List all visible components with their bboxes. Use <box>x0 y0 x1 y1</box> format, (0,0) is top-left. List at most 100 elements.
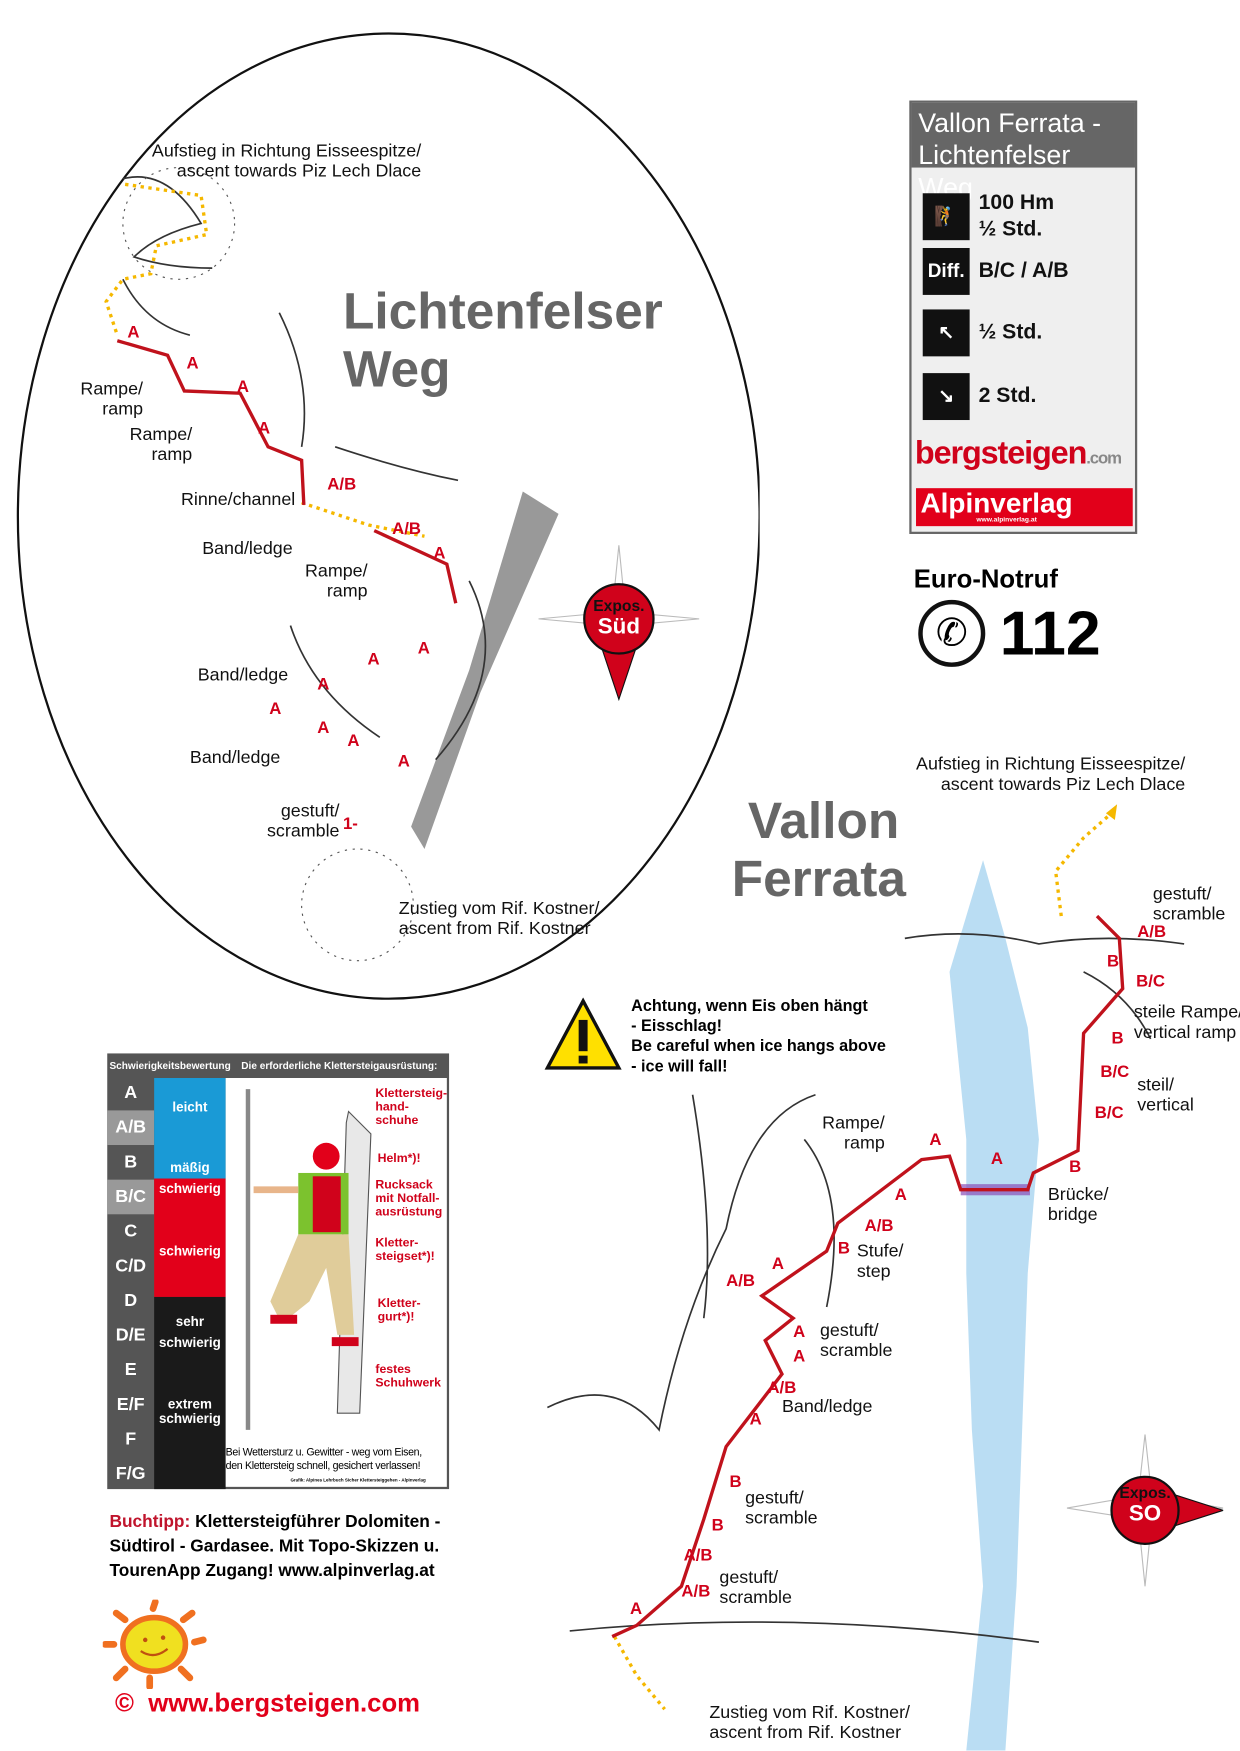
grade-label: A/B <box>681 1581 711 1601</box>
weather-note: Bei Wettersturz u. Gewitter - weg vom Ei… <box>225 1446 423 1473</box>
topo-label: Band/ledge <box>197 665 289 685</box>
equipment-label: Helm*)! <box>377 1151 421 1166</box>
left-topo-drawing <box>16 32 760 1000</box>
emergency-label: Euro-Notruf <box>913 564 1058 594</box>
grade-label: A/B <box>392 519 421 539</box>
band-label: sehr schwierig <box>158 1313 221 1351</box>
title-line: Ferrata <box>731 848 906 908</box>
graphic-credit: Grafik: Alpines Lehrbuch Sicher Kletters… <box>290 1476 426 1483</box>
footer-url[interactable]: www.bergsteigen.com <box>148 1687 421 1717</box>
difficulty: B/C / A/B <box>978 259 1069 283</box>
climb-time: ½ Std. <box>978 217 1043 242</box>
grade-label: B/C <box>1094 1103 1124 1123</box>
descent-row: ↘ 2 Std. <box>922 373 1037 421</box>
grade-label: A <box>127 322 140 342</box>
topo-label: gestuft/ scramble <box>266 802 340 842</box>
copyright-icon: © <box>115 1687 134 1717</box>
band-label: schwierig <box>158 1180 221 1197</box>
logo-com: .com <box>1086 449 1122 469</box>
grade-label: A <box>793 1347 806 1367</box>
grade-label: A/B <box>864 1216 894 1236</box>
equipment-label: Klettersteig- hand- schuhe <box>375 1086 448 1128</box>
grade: E/F <box>116 1395 145 1415</box>
topo-label: Band/ledge <box>189 748 281 768</box>
topo-label: Aufstieg in Richtung Eisseespitze/ ascen… <box>151 141 422 181</box>
topo-label: Zustieg vom Rif. Kostner/ ascent from Ri… <box>398 899 600 939</box>
grade: C/D <box>115 1256 147 1276</box>
compass-exposition: Expos.Süd <box>583 597 654 641</box>
compass-exposition: Expos.SO <box>1109 1484 1180 1528</box>
compass-label: Expos. <box>593 596 645 615</box>
topo-label: Brücke/ bridge <box>1047 1185 1109 1225</box>
topo-label: Rinne/channel <box>180 490 296 510</box>
grade-label: A <box>433 544 446 564</box>
hiker-down-icon: ↘ <box>922 373 970 421</box>
grade: A/B <box>107 1110 155 1146</box>
grade-label: A <box>771 1254 785 1274</box>
route-info-box: Vallon Ferrata - Lichtenfelser Weg 🧗 100 … <box>909 100 1138 534</box>
logo-text: Alpinverlag <box>920 488 1073 520</box>
title-line: Lichtenfelser <box>342 281 663 340</box>
topo-label: Aufstieg in Richtung Eisseespitze/ ascen… <box>916 755 1186 795</box>
grade: F/G <box>115 1464 146 1484</box>
descent-time: 2 Std. <box>978 384 1037 408</box>
bergsteigen-logo: bergsteigen.com <box>914 435 1122 473</box>
climber-icon: 🧗 <box>922 193 970 241</box>
title-line: Weg <box>342 339 451 398</box>
topo-label: Zustieg vom Rif. Kostner/ ascent from Ri… <box>709 1703 911 1743</box>
grade-label: B <box>1069 1157 1082 1177</box>
table-header-right: Die erforderliche Klettersteigausrüstung… <box>241 1060 438 1072</box>
footer-link[interactable]: © www.bergsteigen.com <box>115 1688 420 1718</box>
grade-label: A <box>317 718 330 738</box>
topo-label: Rampe/ ramp <box>80 379 144 419</box>
phone-icon: ✆ <box>918 599 986 667</box>
band-easy <box>154 1078 226 1179</box>
table-header-left: Schwierigkeitsbewertung <box>109 1060 231 1072</box>
grade-label: A <box>749 1409 762 1429</box>
grade-label: B <box>729 1472 742 1492</box>
grade-label: 1- <box>342 814 358 834</box>
compass-icon <box>538 545 700 702</box>
grade: A <box>124 1083 138 1103</box>
grade-label: A <box>793 1322 806 1342</box>
compass-label: Expos. <box>1119 1483 1171 1502</box>
height-gain: 100 Hm <box>978 191 1055 215</box>
grade-label: A <box>397 751 410 771</box>
band-very-difficult <box>154 1296 226 1490</box>
topo-label: Band/ledge <box>202 539 293 559</box>
logo-text: bergsteigen <box>914 435 1087 472</box>
grade-label: A/B <box>726 1271 755 1291</box>
grade-label: B/C <box>1100 1062 1130 1082</box>
grade-label: A <box>990 1149 1003 1169</box>
topo-label: Rampe/ ramp <box>304 561 368 601</box>
warning-icon <box>544 997 622 1070</box>
compass-icon <box>1066 1434 1224 1587</box>
climber-illustration <box>245 1089 372 1430</box>
grade-label: A <box>894 1185 907 1205</box>
route-title: Vallon Ferrata - Lichtenfelser Weg <box>911 102 1135 203</box>
grade: D/E <box>115 1325 146 1345</box>
book-tip-text: Klettersteigführer Dolomiten - Südtirol … <box>109 1512 441 1581</box>
grade: D <box>124 1291 138 1311</box>
topo-label: gestuft/ scramble <box>719 1568 792 1608</box>
equipment-label: Rucksack mit Notfall- ausrüstung <box>375 1178 443 1219</box>
difficulty-row: Diff.B/C / A/B <box>922 247 1069 295</box>
topo-label: gestuft/ scramble <box>819 1321 893 1361</box>
grade: B <box>124 1152 138 1172</box>
topo-label: Band/ledge <box>781 1397 873 1417</box>
difficulty-table: Schwierigkeitsbewertung Die erforderlich… <box>107 1053 450 1490</box>
ice-warning: Achtung, wenn Eis oben hängt - Eisschlag… <box>631 997 886 1076</box>
grade-label: B <box>711 1515 724 1535</box>
topo-label: gestuft/ scramble <box>1152 884 1226 924</box>
equipment-label: festes Schuhwerk <box>375 1362 441 1390</box>
topo-label: steil/ vertical <box>1137 1075 1194 1115</box>
hiker-up-icon: ↖ <box>922 309 970 357</box>
right-topo-drawing <box>547 804 1185 1751</box>
grade-label: A/B <box>327 474 357 494</box>
topo-label: Rampe/ ramp <box>129 425 193 465</box>
book-tip: Buchtipp: Klettersteigführer Dolomiten -… <box>109 1510 455 1584</box>
